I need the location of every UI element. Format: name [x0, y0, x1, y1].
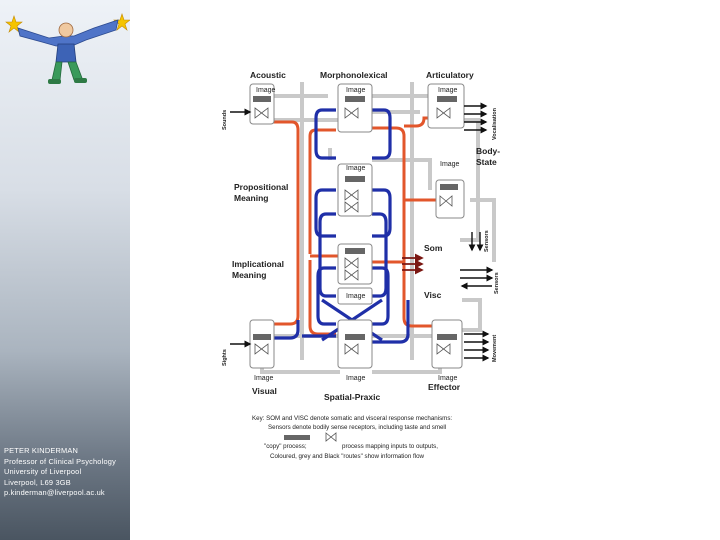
label-propositional-2: Meaning	[234, 193, 268, 203]
image-label: Image	[346, 165, 366, 172]
mascot-logo	[5, 13, 130, 84]
image-label: Image	[438, 87, 458, 94]
label-sensors-left: Sensors	[484, 230, 490, 252]
sidebar-panel: PETER KINDERMAN Professor of Clinical Ps…	[0, 0, 130, 540]
label-effector: Effector	[428, 382, 461, 392]
contact-email: p.kinderman@liverpool.ac.uk	[4, 488, 105, 497]
legend-line-4: Coloured, grey and Black "routes" show i…	[270, 453, 425, 460]
image-label: Image	[256, 87, 276, 94]
image-label: Image	[440, 161, 460, 168]
label-som: Som	[424, 243, 443, 253]
contact-org: University of Liverpool	[4, 467, 82, 476]
image-label: Image	[346, 375, 366, 382]
legend-copy-label: "copy" process;	[264, 443, 307, 450]
label-visc: Visc	[424, 290, 442, 300]
label-sounds: Sounds	[222, 110, 228, 130]
legend-line-1: Key: SOM and VISC denote somatic and vis…	[252, 415, 452, 422]
label-implicational-1: Implicational	[232, 259, 284, 269]
label-sights: Sights	[222, 349, 228, 366]
label-articulatory: Articulatory	[426, 70, 474, 80]
legend-process-label: process mapping inputs to outputs,	[342, 443, 438, 450]
copy-process-swatch	[284, 435, 310, 440]
copy-process-bars	[253, 96, 458, 340]
label-morphonolexical: Morphonolexical	[320, 70, 388, 80]
process-swatch-icon	[325, 432, 337, 442]
contact-name: PETER KINDERMAN	[4, 446, 79, 455]
blue-routes	[264, 108, 410, 344]
label-movement: Movement	[492, 335, 498, 362]
image-label: Image	[346, 293, 366, 300]
image-label: Image	[438, 375, 458, 382]
label-body-state-1: Body-	[476, 146, 500, 156]
label-implicational-2: Meaning	[232, 270, 266, 280]
label-sensors-right: Sensors	[494, 272, 500, 294]
contact-address: Liverpool, L69 3GB	[4, 477, 71, 487]
star-icon	[113, 13, 130, 31]
contact-title: Professor of Clinical Psychology	[4, 456, 116, 466]
legend: Key: SOM and VISC denote somatic and vis…	[252, 415, 452, 460]
image-label: Image	[254, 375, 274, 382]
label-body-state-2: State	[476, 157, 497, 167]
label-spatial-praxic: Spatial-Praxic	[324, 392, 380, 402]
contact-block: PETER KINDERMAN Professor of Clinical Ps…	[4, 446, 128, 499]
legend-line-2: Sensors denote bodily sense receptors, i…	[268, 424, 446, 431]
star-icon	[5, 15, 23, 33]
label-visual: Visual	[252, 386, 277, 396]
input-arrows	[230, 102, 494, 362]
label-propositional-1: Propositional	[234, 182, 288, 192]
dark-arrows	[402, 253, 424, 275]
label-vocalisation: Vocalisation	[492, 107, 498, 140]
label-acoustic: Acoustic	[250, 70, 286, 80]
grey-routes	[260, 82, 496, 374]
process-bowties	[254, 107, 453, 355]
image-label: Image	[346, 87, 366, 94]
